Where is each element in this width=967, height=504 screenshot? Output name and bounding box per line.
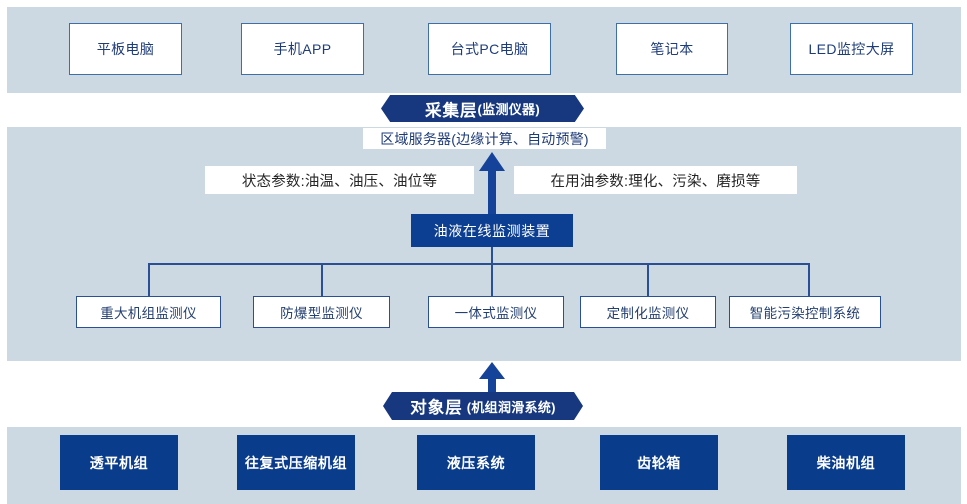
- monitor-label: 防爆型监测仪: [280, 306, 363, 321]
- inuse-oil-parameters-label: 在用油参数:理化、污染、磨损等: [514, 166, 797, 194]
- object-box-gearbox[interactable]: 齿轮箱: [600, 435, 718, 490]
- object-layer-banner: 对象层 (机组润滑系统): [383, 392, 583, 420]
- terminal-label: 手机APP: [273, 41, 332, 57]
- object-label: 透平机组: [89, 454, 149, 471]
- terminal-box-tablet[interactable]: 平板电脑: [69, 23, 182, 75]
- device-box-label: 油液在线监测装置: [433, 222, 551, 239]
- object-banner-subtitle: (机组润滑系统): [466, 399, 556, 415]
- object-label: 柴油机组: [816, 454, 876, 471]
- inuse-oil-parameters-text: 在用油参数:理化、污染、磨损等: [550, 173, 761, 190]
- tree-drop-5: [808, 263, 810, 296]
- tree-bus: [148, 263, 809, 265]
- tree-drop-2: [321, 263, 323, 296]
- object-label: 液压系统: [446, 454, 506, 471]
- object-box-diesel-unit[interactable]: 柴油机组: [787, 435, 905, 490]
- tree-drop-1: [148, 263, 150, 296]
- regional-server-text: 区域服务器(边缘计算、自动预警): [380, 130, 589, 147]
- collection-banner-title: 采集层: [425, 101, 478, 120]
- terminal-box-desktop-pc[interactable]: 台式PC电脑: [428, 23, 551, 75]
- status-parameters-label: 状态参数:油温、油压、油位等: [205, 166, 474, 194]
- monitor-box-explosion-proof[interactable]: 防爆型监测仪: [253, 296, 390, 328]
- object-box-hydraulic-system[interactable]: 液压系统: [417, 435, 535, 490]
- object-label: 往复式压缩机组: [244, 454, 348, 471]
- monitor-label: 定制化监测仪: [606, 306, 690, 321]
- monitor-label: 重大机组监测仪: [100, 306, 197, 321]
- monitor-box-smart-contamination-control[interactable]: 智能污染控制系统: [729, 296, 881, 328]
- monitor-label: 智能污染控制系统: [749, 306, 861, 321]
- regional-server-label: 区域服务器(边缘计算、自动预警): [363, 128, 606, 149]
- collection-banner-subtitle: (监测仪器): [477, 102, 540, 117]
- terminal-label: 平板电脑: [96, 41, 155, 57]
- collection-layer-banner: 采集层 (监测仪器): [381, 95, 584, 122]
- online-oil-monitoring-device-box[interactable]: 油液在线监测装置: [411, 214, 573, 247]
- monitor-box-major-unit[interactable]: 重大机组监测仪: [76, 296, 221, 328]
- object-box-reciprocating-compressor[interactable]: 往复式压缩机组: [237, 435, 355, 490]
- terminal-label: 台式PC电脑: [450, 41, 529, 57]
- terminal-box-mobile-app[interactable]: 手机APP: [241, 23, 364, 75]
- tree-drop-4: [647, 263, 649, 296]
- terminal-label: 笔记本: [650, 41, 694, 57]
- tree-stem: [491, 247, 493, 264]
- monitor-box-integrated[interactable]: 一体式监测仪: [428, 296, 564, 328]
- monitor-label: 一体式监测仪: [454, 306, 538, 321]
- terminal-label: LED监控大屏: [808, 41, 895, 57]
- monitor-box-customized[interactable]: 定制化监测仪: [580, 296, 716, 328]
- object-box-turbine-unit[interactable]: 透平机组: [60, 435, 178, 490]
- status-parameters-text: 状态参数:油温、油压、油位等: [241, 173, 438, 190]
- tree-drop-3: [491, 263, 493, 296]
- terminal-box-led-screen[interactable]: LED监控大屏: [790, 23, 913, 75]
- upward-arrow-to-object-layer: [477, 362, 507, 396]
- object-label: 齿轮箱: [637, 454, 681, 471]
- object-banner-title: 对象层: [410, 399, 463, 417]
- upward-arrow-to-server: [477, 152, 507, 218]
- terminal-box-laptop[interactable]: 笔记本: [616, 23, 728, 75]
